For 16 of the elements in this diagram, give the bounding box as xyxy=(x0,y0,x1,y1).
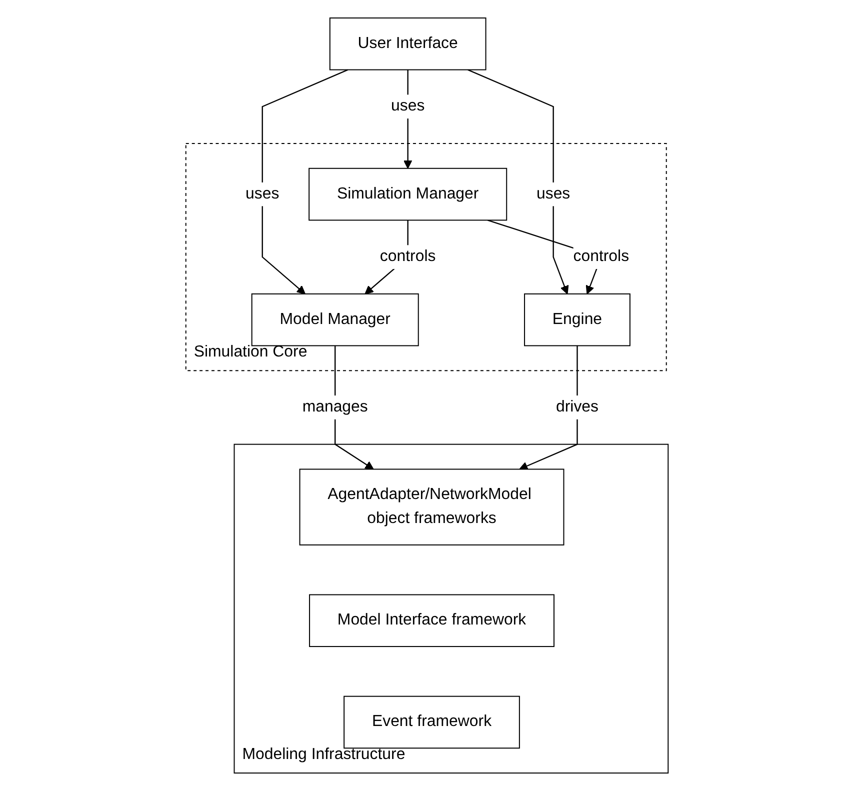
node-box: Model Interface framework xyxy=(309,594,554,648)
node-box: AgentAdapter/NetworkModel object frameworks xyxy=(299,468,564,546)
arrow xyxy=(262,69,348,294)
node-box: Engine xyxy=(524,293,630,346)
edge-label: controls xyxy=(380,248,436,266)
edge-label: uses xyxy=(536,185,570,202)
edge-label: manages xyxy=(302,398,368,416)
edge-label: uses xyxy=(391,98,425,115)
edge-label: controls xyxy=(573,248,630,266)
node-box: Model Manager xyxy=(251,293,419,346)
node-box: Simulation Manager xyxy=(308,168,508,221)
edge-label: uses xyxy=(246,185,280,202)
node-box: User Interface xyxy=(329,17,486,70)
node-box: Event framework xyxy=(344,696,520,749)
edge-label: drives xyxy=(556,398,598,416)
arrow xyxy=(468,69,569,294)
